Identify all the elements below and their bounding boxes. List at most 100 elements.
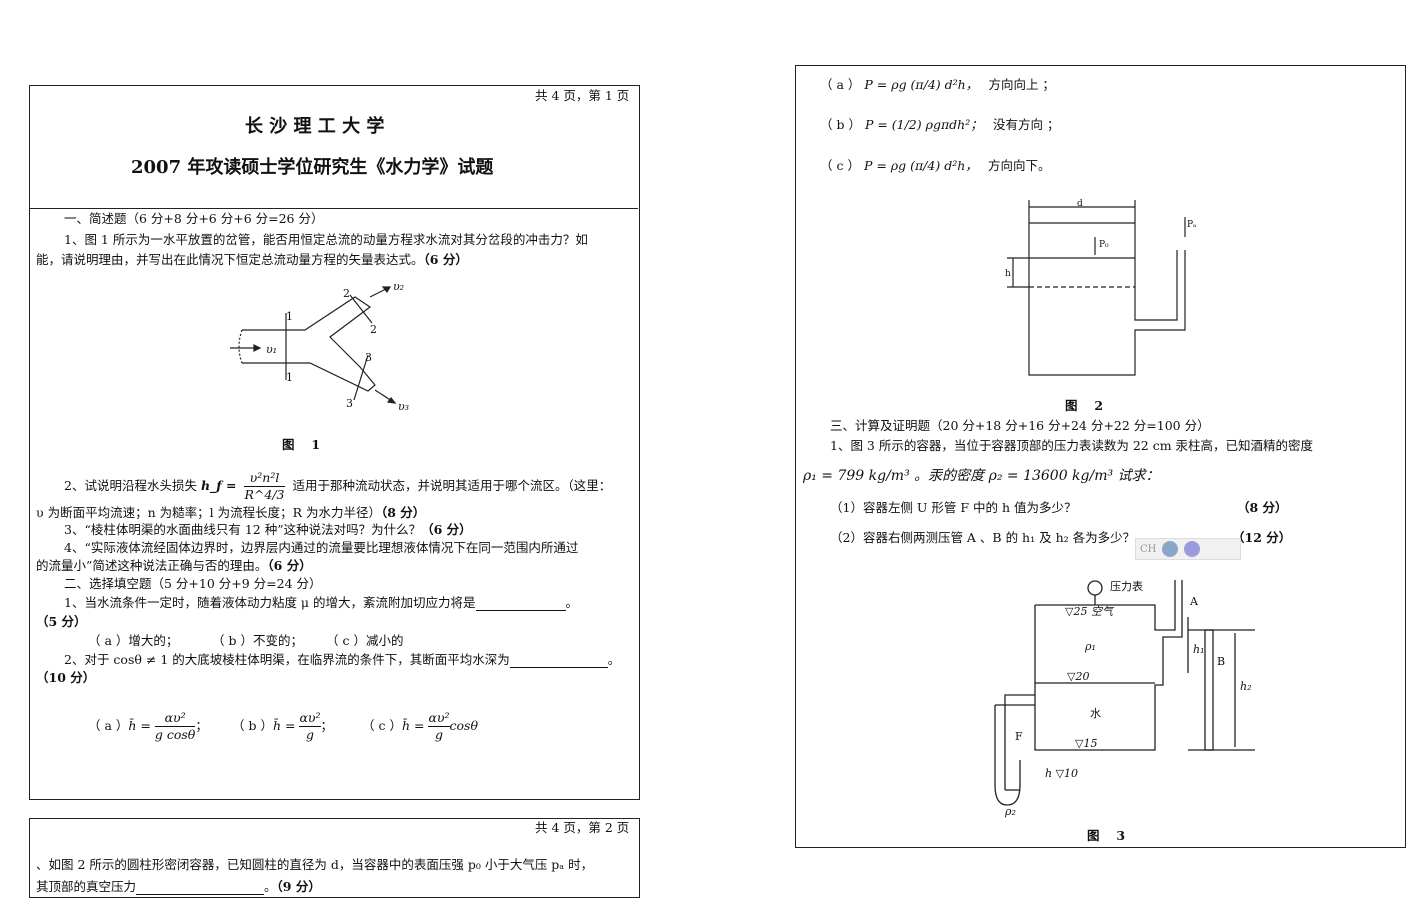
- note: 没有方向 ；: [992, 117, 1060, 132]
- score: （8 分）: [380, 505, 426, 520]
- ime-settings-icon[interactable]: [1162, 541, 1179, 557]
- tail: ；: [320, 718, 334, 733]
- text: 其顶部的真空压力: [36, 879, 137, 894]
- text: 2、对于 cosθ ≠ 1 的大底坡棱柱体明渠，在临界流的条件下，其断面平均水深…: [64, 652, 510, 667]
- exam-title: 2007 年攻读硕士学位研究生《水力学》试题: [131, 157, 494, 178]
- expression: P = (1/2) ρgπdh²；: [864, 117, 977, 132]
- page-number: 共 4 页，第 2 页: [535, 820, 630, 835]
- figure-2-caption: 图 2: [1065, 398, 1104, 413]
- header-divider: [29, 208, 638, 209]
- label: （ c ）: [820, 158, 860, 173]
- choice-1-option-a: （ a ）增大的；: [88, 633, 179, 648]
- section-3-label: 3: [365, 351, 372, 364]
- section-2-label: 2: [370, 323, 377, 336]
- label-rho1: ρ₁: [1084, 640, 1096, 653]
- numerator: αυ²: [299, 710, 321, 727]
- label: （ b ）: [820, 117, 861, 132]
- note: 方向向上 ；: [988, 77, 1055, 92]
- problem-1-part-2: （2）容器右侧两测压管 A 、B 的 h₁ 及 h₂ 各为多少？: [830, 530, 1136, 545]
- lhs: h̄ =: [401, 718, 425, 733]
- answer-blank[interactable]: [475, 598, 566, 611]
- label-pressure-gauge: 压力表: [1110, 579, 1143, 593]
- section-2-heading: 二、选择填空题（5 分+10 分+9 分=24 分）: [64, 576, 322, 591]
- option-a: （ a ） P = ρg (π/4) d²h， 方向向上 ；: [820, 77, 1055, 93]
- problem-1-part-2-score: （12 分）: [1232, 530, 1292, 545]
- formula-lhs: h_f =: [200, 478, 237, 493]
- expression: P = ρg (π/4) d²h，: [864, 77, 972, 92]
- question-text-2: 其顶部的真空压力 。（9 分）: [36, 879, 321, 895]
- option-c: （ c ） P = ρg (π/4) d²h， 方向向下。: [820, 158, 1051, 174]
- label: （ b ）: [232, 718, 273, 733]
- ime-help-icon[interactable]: [1184, 541, 1201, 557]
- expression: P = ρg (π/4) d²h，: [863, 158, 972, 173]
- exam-page-1: [29, 85, 640, 800]
- numerator: υ²n²l: [244, 470, 285, 487]
- exam-page-2-continued: [795, 65, 1406, 848]
- label-tube-f: F: [1015, 730, 1023, 743]
- question-1-text: 1、图 1 所示为一水平放置的岔管，能否用恒定总流的动量方程求水流对其分岔段的冲…: [64, 232, 588, 247]
- problem-1-densities: ρ₁ = 799 kg/m³ 。汞的密度 ρ₂ = 13600 kg/m³ 试求…: [803, 468, 1160, 484]
- answer-blank[interactable]: [136, 882, 265, 895]
- label-h1: h₁: [1193, 643, 1205, 656]
- score: （6 分）: [421, 522, 472, 537]
- tail: ；: [195, 718, 208, 733]
- denominator: g: [305, 727, 314, 742]
- question-3-text: 3、“棱柱体明渠的水面曲线只有 12 种”这种说法对吗？为什么？（6 分）: [64, 522, 472, 538]
- figure-3-caption: 图 3: [1087, 828, 1126, 843]
- section-2-label: 2: [343, 287, 350, 300]
- problem-1-part-1-score: （8 分）: [1237, 500, 1288, 515]
- question-text: 、如图 2 所示的圆柱形密闭容器，已知圆柱的直径为 d，当容器中的表面压强 p₀…: [36, 857, 594, 872]
- tail: cosθ: [449, 718, 478, 733]
- label-air: ▽25 空气: [1065, 605, 1115, 618]
- score: （9 分）: [276, 879, 321, 894]
- formula-fraction: υ²n²l R^4/3: [244, 470, 285, 503]
- text: 的流量小”简述这种说法正确与否的理由。: [36, 558, 268, 573]
- choice-1-score: （5 分）: [36, 614, 87, 629]
- school-name: 长 沙 理 工 大 学: [245, 116, 385, 137]
- denominator: g cosθ: [154, 727, 196, 742]
- section-3-heading: 三、计算及证明题（20 分+18 分+16 分+24 分+22 分=100 分）: [830, 418, 1210, 433]
- section-1-label: 1: [286, 371, 293, 384]
- label-pa: Pₐ: [1187, 220, 1197, 230]
- label-v3: υ₃: [398, 400, 409, 413]
- figure-1-branch-pipe: υ₁ υ₂ υ₃ 1 1 2 2 3 3: [230, 280, 409, 413]
- label: （ a ）: [820, 77, 861, 92]
- section-1-heading: 一、简述题（6 分+8 分+6 分+6 分=26 分）: [64, 211, 324, 226]
- label-water: 水: [1090, 707, 1101, 720]
- section-1-label: 1: [286, 310, 293, 323]
- text: 能，请说明理由，并写出在此情况下恒定总流动量方程的矢量表达式。: [36, 252, 424, 267]
- label-v2: υ₂: [393, 280, 404, 293]
- choice-1-option-b: （ b ）不变的；: [212, 633, 303, 648]
- option-b: （ b ） P = (1/2) ρgπdh²； 没有方向 ；: [820, 117, 1059, 133]
- note: 方向向下。: [988, 158, 1051, 173]
- text: 。: [264, 879, 277, 894]
- answer-blank[interactable]: [509, 655, 608, 668]
- question-1-text-2: 能，请说明理由，并写出在此情况下恒定总流动量方程的矢量表达式。（6 分）: [36, 252, 468, 268]
- text: υ 为断面平均流速；n 为糙率；l 为流程长度；R 为水力半径）: [36, 505, 381, 520]
- label-level-10: h ▽10: [1045, 767, 1078, 780]
- numerator: αυ²: [428, 710, 450, 727]
- label-level-20: ▽20: [1067, 670, 1089, 683]
- lhs: h̄ =: [128, 718, 151, 733]
- figure-1-caption: 图 1: [282, 437, 321, 452]
- ime-language-label[interactable]: CH: [1140, 543, 1157, 555]
- label-h: h: [1005, 269, 1011, 279]
- text: 1、当水流条件一定时，随着液体动力粘度 μ 的增大，紊流附加切应力将是: [64, 595, 476, 610]
- choice-1-text: 1、当水流条件一定时，随着液体动力粘度 μ 的增大，紊流附加切应力将是。: [64, 595, 579, 611]
- question-4-text: 4、“实际液体流经固体边界时，边界层内通过的流量要比理想液体情况下在同一范围内所…: [64, 540, 579, 555]
- ime-toolbar[interactable]: CH: [1135, 538, 1241, 560]
- section-3-label: 3: [346, 397, 353, 410]
- question-2-text: 2、试说明沿程水头损失 h_f = υ²n²l R^4/3 适用于那种流动状态，…: [64, 470, 611, 503]
- question-4-text-2: 的流量小”简述这种说法正确与否的理由。（6 分）: [36, 558, 312, 574]
- denominator: g: [434, 727, 443, 742]
- problem-1-text: 1、图 3 所示的容器，当位于容器顶部的压力表读数为 22 cm 汞柱高，已知酒…: [830, 438, 1314, 453]
- figure-2-closed-cylinder: d P₀ Pₐ h: [1005, 199, 1197, 376]
- score: （6 分）: [267, 558, 312, 573]
- label-tube-b: B: [1217, 655, 1225, 668]
- label-d: d: [1077, 199, 1083, 209]
- page-number: 共 4 页，第 1 页: [535, 88, 630, 103]
- label-v1: υ₁: [266, 343, 277, 356]
